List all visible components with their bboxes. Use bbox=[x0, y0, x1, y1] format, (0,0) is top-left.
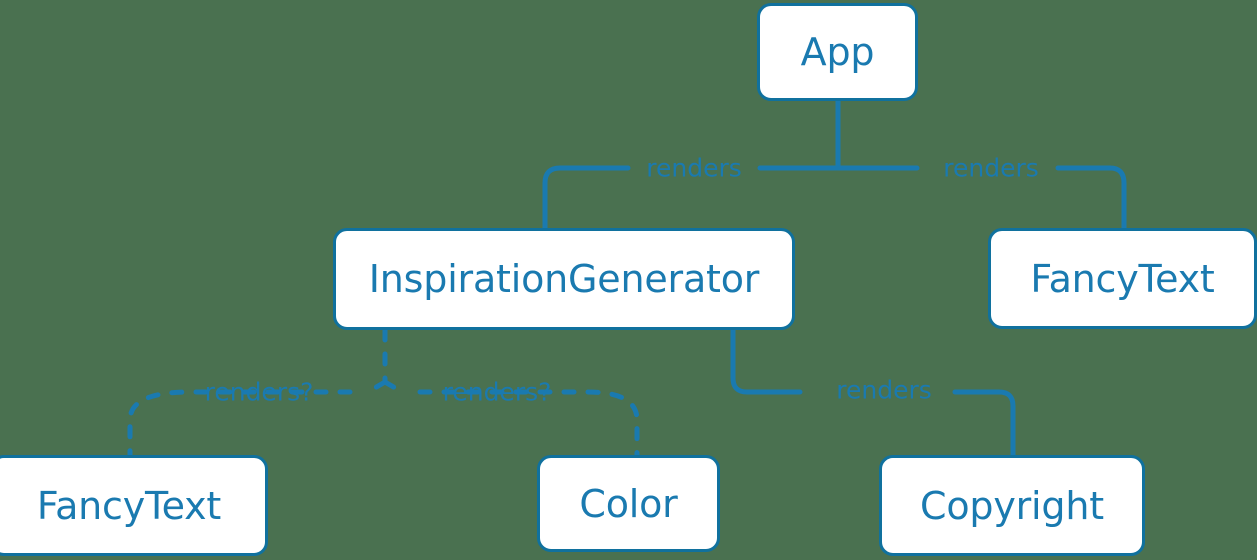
node-fancytext-top[interactable]: FancyText bbox=[988, 228, 1257, 329]
node-app[interactable]: App bbox=[757, 3, 918, 101]
edge-label-inspirationgenerator-renders-color: renders? bbox=[442, 377, 552, 407]
edge-label-inspirationgenerator-renders-copyright: renders bbox=[836, 375, 932, 405]
edge-inspirationgenerator-to-fancytext-bottom bbox=[127, 327, 388, 458]
edge-label-inspirationgenerator-renders-fancytext: renders? bbox=[204, 377, 314, 407]
edge-label-app-renders-right: renders bbox=[943, 153, 1039, 183]
node-color[interactable]: Color bbox=[537, 455, 720, 552]
node-copyright[interactable]: Copyright bbox=[879, 455, 1145, 556]
node-inspirationgenerator[interactable]: InspirationGenerator bbox=[333, 228, 795, 330]
node-fancytext-bottom[interactable]: FancyText bbox=[0, 455, 268, 556]
edge-inspirationgenerator-to-color bbox=[382, 379, 640, 458]
edge-label-app-renders-left: renders bbox=[646, 153, 742, 183]
edge-app-to-fancytext-top bbox=[835, 165, 1127, 231]
edge-app-to-inspirationgenerator bbox=[542, 98, 841, 231]
edge-inspirationgenerator-to-copyright bbox=[730, 327, 1016, 458]
